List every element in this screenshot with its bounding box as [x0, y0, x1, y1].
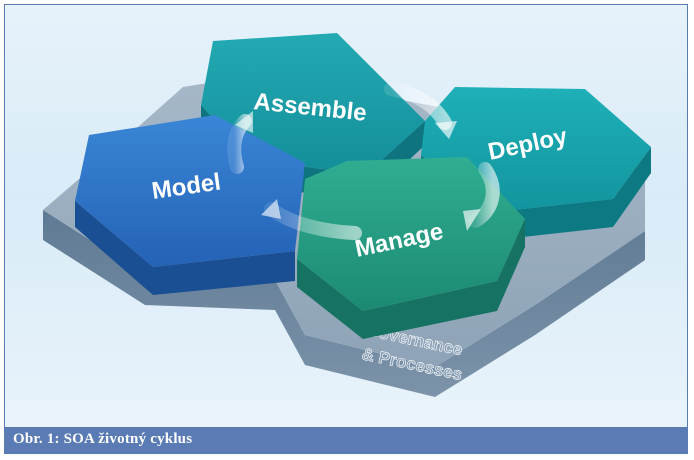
arrowhead-assemble-to-deploy: [435, 121, 457, 139]
hex-manage-side: [297, 219, 525, 339]
base-side: [43, 210, 645, 397]
arrowhead-deploy-to-manage: [463, 209, 481, 231]
arrowhead-model-to-assemble: [235, 111, 253, 133]
cycle-arrows: [227, 82, 500, 240]
arrow-deploy-to-manage: [468, 162, 500, 228]
hex-model: Model: [75, 115, 305, 295]
figure-caption: Obr. 1: SOA životný cyklus: [13, 431, 193, 447]
hex-manage-top: [297, 157, 525, 311]
diagram-canvas: Governance & Processes Assemble Deploy M…: [43, 33, 651, 397]
figure-frame: Governance & Processes Assemble Deploy M…: [4, 4, 688, 454]
hex-model-top: [75, 115, 305, 267]
hex-model-side: [75, 201, 295, 295]
hex-manage: Manage: [297, 157, 525, 339]
soa-lifecycle-diagram: Governance & Processes Assemble Deploy M…: [5, 5, 687, 427]
arrow-assemble-to-deploy: [384, 82, 452, 130]
caption-bar: Obr. 1: SOA životný cyklus: [5, 427, 687, 453]
arrowhead-manage-to-model: [261, 199, 281, 219]
